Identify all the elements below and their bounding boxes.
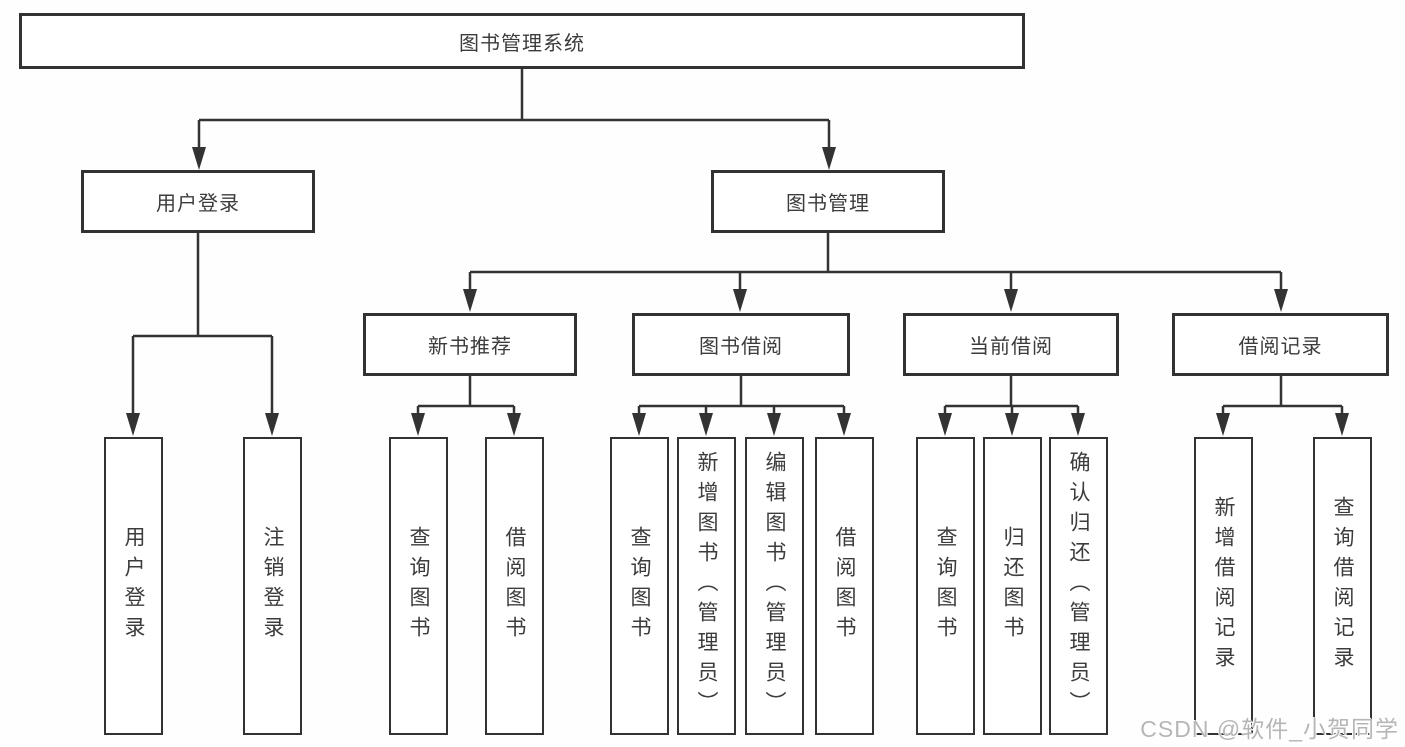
connector-newbooks-to-leaves [416,376,516,418]
node-new-book-recommend: 新书推荐 [363,313,577,376]
node-label: 归还图书 [1001,526,1024,646]
node-label: 用户登录 [122,526,145,646]
node-label: 新增图书（管理员） [695,451,718,721]
node-borrow-records: 借阅记录 [1172,313,1389,376]
node-label: 用户登录 [156,193,240,215]
node-label: 查询图书 [628,526,651,646]
connector-current-to-leaves [943,376,1080,418]
leaf-logout: 注销登录 [243,437,302,735]
node-label: 借阅图书 [833,526,856,646]
node-label: 查询图书 [407,526,430,646]
leaf-query-books-borrow: 查询图书 [610,437,669,735]
leaf-query-books-current: 查询图书 [916,437,975,735]
leaf-query-books-recommend: 查询图书 [389,437,448,735]
node-current-borrow: 当前借阅 [903,313,1119,376]
node-label: 注销登录 [261,526,284,646]
leaf-confirm-return-admin: 确认归还（管理员） [1049,437,1108,735]
node-label: 确认归还（管理员） [1067,451,1090,721]
leaf-borrow-books: 借阅图书 [815,437,874,735]
leaf-borrow-books-recommend: 借阅图书 [485,437,544,735]
node-label: 编辑图书（管理员） [763,451,786,721]
csdn-watermark: CSDN @软件_小贺同学 [1140,716,1399,742]
node-user-login: 用户登录 [81,170,315,233]
node-label: 借阅图书 [503,526,526,646]
node-label: 图书管理 [786,193,870,215]
leaf-add-borrow-record: 新增借阅记录 [1194,437,1253,735]
leaf-return-books: 归还图书 [983,437,1042,735]
node-label: 借阅记录 [1238,336,1323,358]
node-root-system: 图书管理系统 [19,13,1025,69]
node-label: 当前借阅 [969,336,1053,358]
connector-bookmgmt-to-level3 [468,233,1283,294]
leaf-query-borrow-record: 查询借阅记录 [1313,437,1372,735]
node-label: 图书管理系统 [459,32,585,55]
node-book-borrow: 图书借阅 [632,313,850,376]
node-label: 新书推荐 [428,336,512,358]
connector-userlogin-to-leaves [131,233,274,418]
node-book-management: 图书管理 [711,170,945,233]
leaf-add-books-admin: 新增图书（管理员） [677,437,736,735]
node-label: 查询借阅记录 [1331,496,1354,676]
node-label: 图书借阅 [699,336,783,358]
connector-borrow-to-leaves [637,376,846,418]
node-label: 查询图书 [934,526,957,646]
leaf-edit-books-admin: 编辑图书（管理员） [745,437,804,735]
connector-root-to-level2 [197,68,831,150]
connector-records-to-leaves [1221,376,1344,418]
node-label: 新增借阅记录 [1212,496,1235,676]
leaf-user-login: 用户登录 [104,437,163,735]
